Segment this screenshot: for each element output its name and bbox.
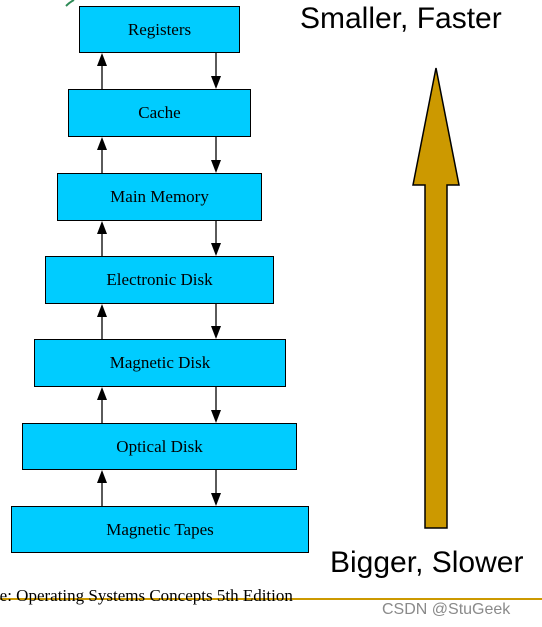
big-up-arrow [412, 67, 460, 529]
up-arrowhead [97, 137, 107, 150]
decorative-green-mark [65, 0, 75, 7]
down-arrowhead [211, 493, 221, 506]
level-label: Electronic Disk [106, 270, 213, 289]
level-box-registers: Registers [79, 6, 240, 53]
bottom-label: Bigger, Slower [330, 546, 524, 579]
up-arrowhead [97, 304, 107, 317]
level-label: Magnetic Disk [109, 353, 211, 372]
level-label: Cache [138, 103, 181, 122]
level-label: Registers [127, 19, 192, 39]
level-connectors [97, 53, 221, 506]
top-label: Smaller, Faster [300, 2, 502, 35]
level-label: Optical Disk [116, 436, 203, 456]
down-arrowhead [211, 160, 221, 173]
down-arrowhead [211, 76, 221, 89]
down-arrowhead [211, 243, 221, 256]
source-citation-clip: Source: Operating Systems Concepts 5th E… [0, 586, 350, 610]
level-label: Main Memory [110, 187, 209, 206]
up-arrowhead [97, 387, 107, 400]
up-arrowhead [97, 470, 107, 483]
watermark: CSDN @StuGeek [382, 601, 511, 618]
down-arrowhead [211, 326, 221, 339]
level-box-optical-disk: Optical Disk [22, 423, 297, 470]
source-citation: Source: Operating Systems Concepts 5th E… [0, 586, 293, 605]
level-box-magnetic-tapes: Magnetic Tapes [11, 506, 309, 553]
level-label: Magnetic Tapes [106, 519, 214, 539]
level-box-magnetic-disk: Magnetic Disk [34, 339, 286, 387]
level-box-electronic-disk: Electronic Disk [45, 256, 274, 304]
up-arrowhead [97, 53, 107, 66]
down-arrowhead [211, 410, 221, 423]
level-box-cache: Cache [68, 89, 251, 137]
level-box-main-memory: Main Memory [57, 173, 262, 221]
up-arrowhead [97, 221, 107, 234]
